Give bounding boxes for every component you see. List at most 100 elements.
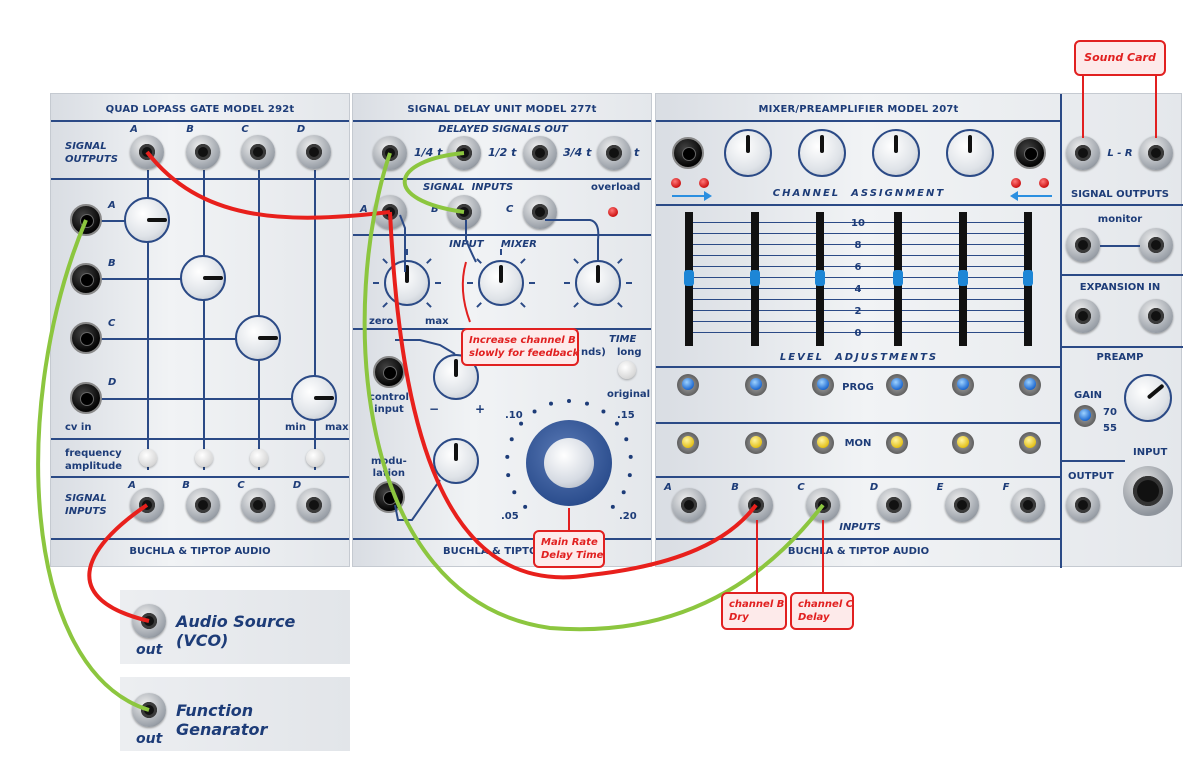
lpg-cv-jack-d[interactable] xyxy=(70,382,102,414)
prog-button-5[interactable] xyxy=(952,374,974,396)
mixer-knob-c[interactable] xyxy=(575,260,621,306)
monitor-jack-right[interactable] xyxy=(1139,228,1173,262)
fader-cap-2[interactable] xyxy=(750,270,760,286)
mixer-knob-b[interactable] xyxy=(478,260,524,306)
assign-knob-4[interactable] xyxy=(946,129,994,177)
mon-button-4[interactable] xyxy=(886,432,908,454)
mon-button-1[interactable] xyxy=(677,432,699,454)
prog-button-1[interactable] xyxy=(677,374,699,396)
channel-assign-jack-right[interactable] xyxy=(1014,137,1046,169)
prog-label: PROG xyxy=(842,382,874,393)
lpg-output-jack-a[interactable] xyxy=(130,135,164,169)
long-button[interactable] xyxy=(618,361,636,379)
mixer-input-jack-c[interactable] xyxy=(806,488,840,522)
delay-out-half-jack[interactable] xyxy=(447,136,481,170)
audio-source-out-label: out xyxy=(136,642,163,658)
lpg-cv-jack-a[interactable] xyxy=(70,204,102,236)
prog-button-6[interactable] xyxy=(1019,374,1041,396)
modulation-knob[interactable] xyxy=(433,438,479,484)
mon-button-6[interactable] xyxy=(1019,432,1041,454)
delay-out-three-quarter-jack[interactable] xyxy=(523,136,557,170)
delay-out-quarter-jack[interactable] xyxy=(373,136,407,170)
channel-assign-jack-left[interactable] xyxy=(672,137,704,169)
delay-input-b-jack[interactable] xyxy=(447,195,481,229)
prog-button-3[interactable] xyxy=(812,374,834,396)
original-label: original xyxy=(607,389,651,400)
prog-button-2[interactable] xyxy=(745,374,767,396)
preamp-gain-knob[interactable] xyxy=(1124,374,1172,422)
assign-knob-2[interactable] xyxy=(798,129,846,177)
lpg-knob-c[interactable] xyxy=(235,315,281,361)
fader-cap-1[interactable] xyxy=(684,270,694,286)
lpg-output-jack-c[interactable] xyxy=(241,135,275,169)
main-rate-knob[interactable] xyxy=(526,420,612,506)
fader-cap-6[interactable] xyxy=(1023,270,1033,286)
gain-select-button[interactable] xyxy=(1074,405,1096,427)
lpg-knob-b[interactable] xyxy=(180,255,226,301)
freq-amp-button-d[interactable] xyxy=(306,449,324,467)
freq-amp-button-a[interactable] xyxy=(139,449,157,467)
level-6: 6 xyxy=(854,262,862,273)
lpg-output-jack-b[interactable] xyxy=(186,135,220,169)
divider xyxy=(656,366,1061,368)
fgen-out-jack[interactable] xyxy=(132,693,166,727)
fader-grid-line xyxy=(688,299,1030,300)
divider xyxy=(51,178,349,180)
lpg-output-jack-d[interactable] xyxy=(297,135,331,169)
lpg-cv-jack-b[interactable] xyxy=(70,263,102,295)
minus-label: − xyxy=(429,402,440,416)
expansion-jack-right[interactable] xyxy=(1139,299,1173,333)
input-letter-a: A xyxy=(360,204,368,215)
output-r-jack[interactable] xyxy=(1139,136,1173,170)
output-l-jack[interactable] xyxy=(1066,136,1100,170)
mixer-input-jack-e[interactable] xyxy=(945,488,979,522)
assign-led xyxy=(699,178,709,188)
expansion-jack-left[interactable] xyxy=(1066,299,1100,333)
lpg-input-jack-b[interactable] xyxy=(186,488,220,522)
delay-out-full-jack[interactable] xyxy=(597,136,631,170)
vco-out-jack[interactable] xyxy=(132,604,166,638)
freq-amp-button-b[interactable] xyxy=(195,449,213,467)
preamp-output-jack[interactable] xyxy=(1066,488,1100,522)
divider xyxy=(51,438,349,440)
delay-input-c-jack[interactable] xyxy=(523,195,557,229)
fader-grid-line xyxy=(688,233,1030,234)
mon-button-2[interactable] xyxy=(745,432,767,454)
mon-button-5[interactable] xyxy=(952,432,974,454)
monitor-jack-left[interactable] xyxy=(1066,228,1100,262)
lpg-input-jack-d[interactable] xyxy=(297,488,331,522)
monitor-link-line xyxy=(1100,245,1140,247)
mixer-input-jack-d[interactable] xyxy=(877,488,911,522)
fader-cap-4[interactable] xyxy=(893,270,903,286)
lpg-cv-jack-c[interactable] xyxy=(70,322,102,354)
freq-amp-button-c[interactable] xyxy=(250,449,268,467)
fader-grid-line xyxy=(688,222,1030,223)
prog-button-4[interactable] xyxy=(886,374,908,396)
mixer-input-jack-a[interactable] xyxy=(672,488,706,522)
delay-input-a-jack[interactable] xyxy=(373,195,407,229)
mon-button-3[interactable] xyxy=(812,432,834,454)
fader-cap-3[interactable] xyxy=(815,270,825,286)
assign-knob-1[interactable] xyxy=(724,129,772,177)
mixer-input-letter-b: B xyxy=(731,482,739,493)
assign-knob-3[interactable] xyxy=(872,129,920,177)
divider xyxy=(1060,460,1125,462)
mixer-input-jack-f[interactable] xyxy=(1011,488,1045,522)
preamp-input-jack[interactable] xyxy=(1123,466,1173,516)
lpg-input-jack-a[interactable] xyxy=(130,488,164,522)
mixer-knob-a[interactable] xyxy=(384,260,430,306)
preamp-label: PREAMP xyxy=(1096,352,1144,363)
fader-grid-line xyxy=(688,244,1030,245)
lpg-knob-a[interactable] xyxy=(124,197,170,243)
modulation-jack[interactable] xyxy=(373,481,405,513)
scale-10: .10 xyxy=(505,410,523,421)
channel-assignment-label: CHANNEL ASSIGNMENT xyxy=(772,188,946,199)
mixer-input-jack-b[interactable] xyxy=(739,488,773,522)
fader-cap-5[interactable] xyxy=(958,270,968,286)
fader-grid-line xyxy=(688,288,1030,289)
signal-inputs-label: SIGNAL INPUTS xyxy=(423,182,514,193)
fraction-quarter: 1/4 t xyxy=(414,146,443,159)
lpg-input-jack-c[interactable] xyxy=(241,488,275,522)
control-input-jack[interactable] xyxy=(373,356,405,388)
lpg-knob-d[interactable] xyxy=(291,375,337,421)
